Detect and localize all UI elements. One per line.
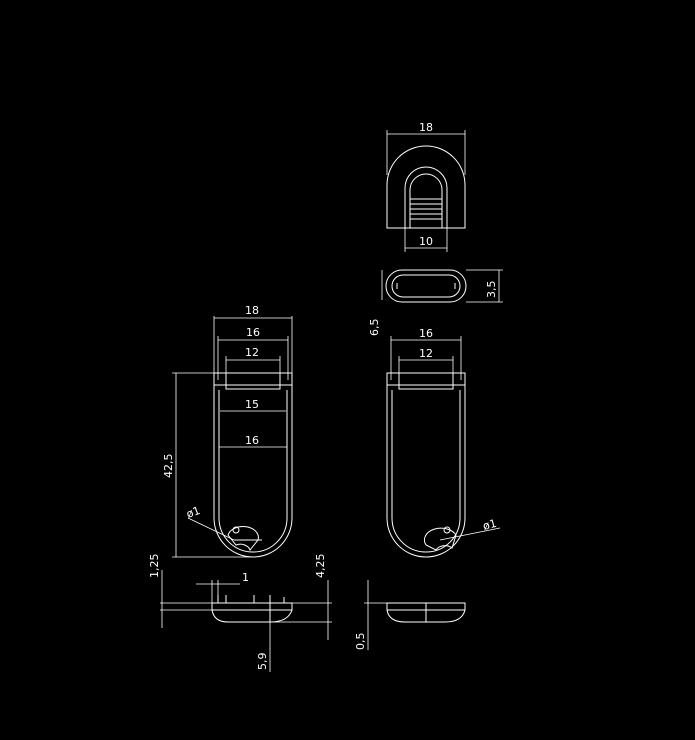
- top-inner-arch: [404, 166, 448, 228]
- right-outer-outline: [386, 373, 466, 558]
- right-dim-12: 12: [419, 347, 433, 360]
- side-view-left: 1,25 1 4,25 5,9: [148, 554, 332, 672]
- front-dim-15: 15: [245, 398, 259, 411]
- top-dim-18: 18: [419, 121, 433, 134]
- front-top-cap-inner: [225, 372, 281, 390]
- side-view-right: 0,5: [354, 580, 466, 651]
- side-dim-4-25: 4,25: [314, 554, 327, 579]
- side-left-outline: [211, 602, 293, 623]
- front-dim-16: 16: [246, 326, 260, 339]
- right-hole-outline: [423, 527, 457, 551]
- side-dim-1: 1: [242, 571, 249, 584]
- front-inner-outline: [218, 390, 288, 553]
- right-view: 16 12 ø1: [386, 327, 501, 558]
- side-dim-5-9: 5,9: [256, 653, 269, 671]
- right-dim-16: 16: [419, 327, 433, 340]
- section-dim-6-5: 6,5: [368, 319, 381, 337]
- front-dim-12: 12: [245, 346, 259, 359]
- section-outer-oval: [385, 269, 467, 303]
- right-hole-dot: [443, 526, 451, 534]
- top-dim-10: 10: [419, 235, 433, 248]
- right-top-cap-inner: [398, 372, 454, 390]
- front-view: 18 16 12 15 16 42,5 ø1: [162, 304, 293, 558]
- top-outer-outline: [386, 145, 466, 229]
- section-inner-oval: [391, 274, 461, 298]
- top-grip-lines: [410, 198, 442, 220]
- right-dim-hole: ø1: [481, 517, 498, 533]
- side-right-outline: [386, 602, 466, 623]
- front-hole-outline: [227, 526, 259, 552]
- section-dim-3-5: 3,5: [485, 281, 498, 299]
- front-hole-dot: [232, 526, 240, 534]
- front-dim-42-5: 42,5: [162, 454, 175, 479]
- section-view: 3,5 6,5: [368, 269, 503, 337]
- side2-dim-0-5: 0,5: [354, 633, 367, 651]
- front-dim-16-lower: 16: [245, 434, 259, 447]
- right-inner-outline: [391, 390, 461, 553]
- side-dim-1-25: 1,25: [148, 554, 161, 579]
- top-view: 18 10: [386, 121, 466, 252]
- front-dim-18: 18: [245, 304, 259, 317]
- front-dim-hole: ø1: [185, 504, 202, 521]
